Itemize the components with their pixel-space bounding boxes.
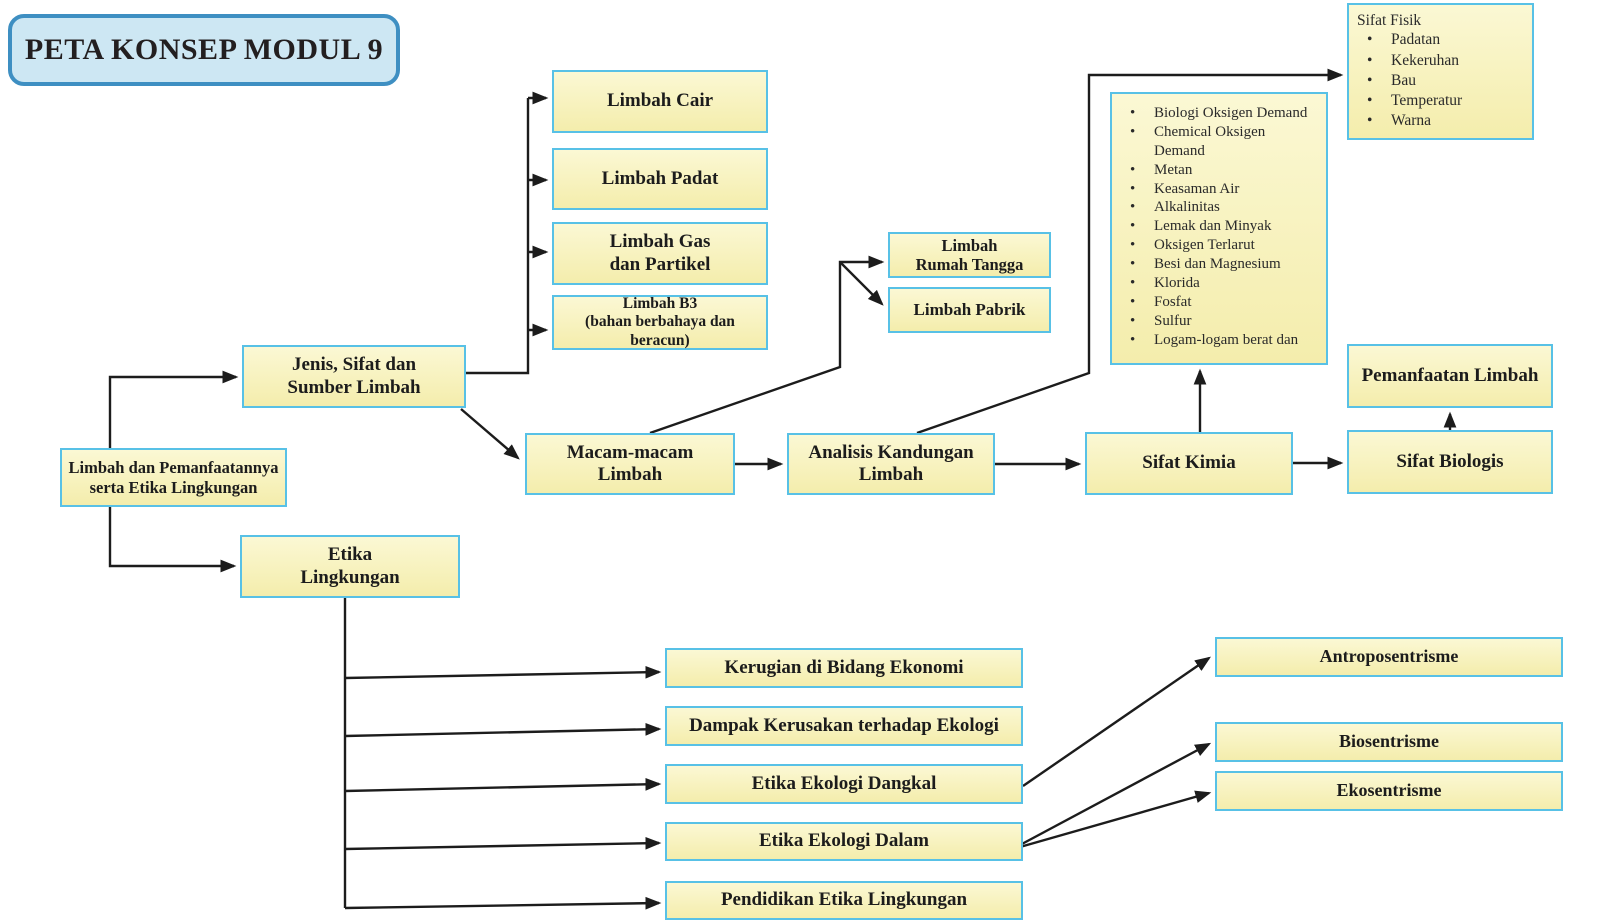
- node-analisis-kandungan: Analisis Kandungan Limbah: [787, 433, 995, 495]
- node-etika-ekologi-dalam: Etika Ekologi Dalam: [665, 822, 1023, 861]
- edge-root-jenis: [108, 370, 239, 448]
- list-item: Kekeruhan: [1357, 51, 1524, 71]
- edge-etika-dalam: [344, 836, 662, 851]
- list-item: Keasaman Air: [1120, 180, 1318, 199]
- edge-macam-rumah-tangga: [649, 255, 885, 435]
- list-item: Metan: [1120, 161, 1318, 180]
- diagram-title: PETA KONSEP MODUL 9: [8, 14, 400, 86]
- edge-etika-pendidikan: [344, 896, 662, 910]
- sifat-kimia-items: Biologi Oksigen DemandChemical Oksigen D…: [1120, 104, 1318, 350]
- list-item: Sulfur: [1120, 312, 1318, 331]
- list-item: Lemak dan Minyak: [1120, 217, 1318, 236]
- edge-etika-kerugian: [344, 665, 662, 680]
- panel-sifat-fisik: Sifat Fisik PadatanKekeruhanBauTemperatu…: [1347, 3, 1534, 140]
- list-item: Logam-logam berat dan: [1120, 331, 1318, 350]
- node-etika-lingkungan: Etika Lingkungan: [240, 535, 460, 598]
- edge-macam-pabrik: [839, 261, 884, 306]
- edge-jenis-macam: [460, 408, 520, 460]
- node-pemanfaatan-limbah: Pemanfaatan Limbah: [1347, 344, 1553, 408]
- sifat-fisik-items: PadatanKekeruhanBauTemperaturWarna: [1357, 30, 1524, 131]
- sifat-fisik-heading: Sifat Fisik: [1357, 12, 1422, 29]
- node-pendidikan-etika: Pendidikan Etika Lingkungan: [665, 881, 1023, 920]
- list-item: Temperatur: [1357, 91, 1524, 111]
- node-etika-ekologi-dangkal: Etika Ekologi Dangkal: [665, 764, 1023, 804]
- list-item: Besi dan Magnesium: [1120, 255, 1318, 274]
- list-item: Klorida: [1120, 274, 1318, 293]
- node-limbah-cair: Limbah Cair: [552, 70, 768, 133]
- node-kerugian-ekonomi: Kerugian di Bidang Ekonomi: [665, 648, 1023, 688]
- edge-etika-dampak: [344, 722, 662, 738]
- list-item: Bau: [1357, 71, 1524, 91]
- node-limbah-b3: Limbah B3 (bahan berbahaya dan beracun): [552, 295, 768, 350]
- list-item: Alkalinitas: [1120, 198, 1318, 217]
- edge-root-etika: [108, 507, 237, 573]
- node-limbah-padat: Limbah Padat: [552, 148, 768, 210]
- edge-analisis-sifat-fisik: [916, 68, 1344, 435]
- node-ekosentrisme: Ekosentrisme: [1215, 771, 1563, 811]
- node-jenis-sifat-sumber: Jenis, Sifat dan Sumber Limbah: [242, 345, 466, 408]
- node-limbah-gas: Limbah Gas dan Partikel: [552, 222, 768, 285]
- node-root: Limbah dan Pemanfaatannya serta Etika Li…: [60, 448, 287, 507]
- list-item: Oksigen Terlarut: [1120, 236, 1318, 255]
- panel-sifat-kimia-list: Biologi Oksigen DemandChemical Oksigen D…: [1110, 92, 1328, 365]
- node-antroposentrisme: Antroposentrisme: [1215, 637, 1563, 677]
- list-item: Warna: [1357, 111, 1524, 131]
- list-item: Padatan: [1357, 30, 1524, 50]
- list-item: Fosfat: [1120, 293, 1318, 312]
- list-item: Biologi Oksigen Demand: [1120, 104, 1318, 123]
- edge-jenis-trunk: [466, 98, 530, 375]
- node-macam-macam-limbah: Macam-macam Limbah: [525, 433, 735, 495]
- node-limbah-rumah-tangga: Limbah Rumah Tangga: [888, 232, 1051, 278]
- list-item: Chemical Oksigen Demand: [1120, 123, 1318, 161]
- node-dampak-kerusakan: Dampak Kerusakan terhadap Ekologi: [665, 706, 1023, 746]
- edge-etika-dangkal: [344, 777, 662, 793]
- node-biosentrisme: Biosentrisme: [1215, 722, 1563, 762]
- node-sifat-biologis: Sifat Biologis: [1347, 430, 1553, 494]
- edge-dalam-biosentrisme: [1019, 742, 1212, 847]
- edge-dalam-ekosentrisme: [1019, 790, 1212, 849]
- node-sifat-kimia: Sifat Kimia: [1085, 432, 1293, 495]
- node-limbah-pabrik: Limbah Pabrik: [888, 287, 1051, 333]
- edge-dangkal-antroposentrisme: [1022, 656, 1211, 787]
